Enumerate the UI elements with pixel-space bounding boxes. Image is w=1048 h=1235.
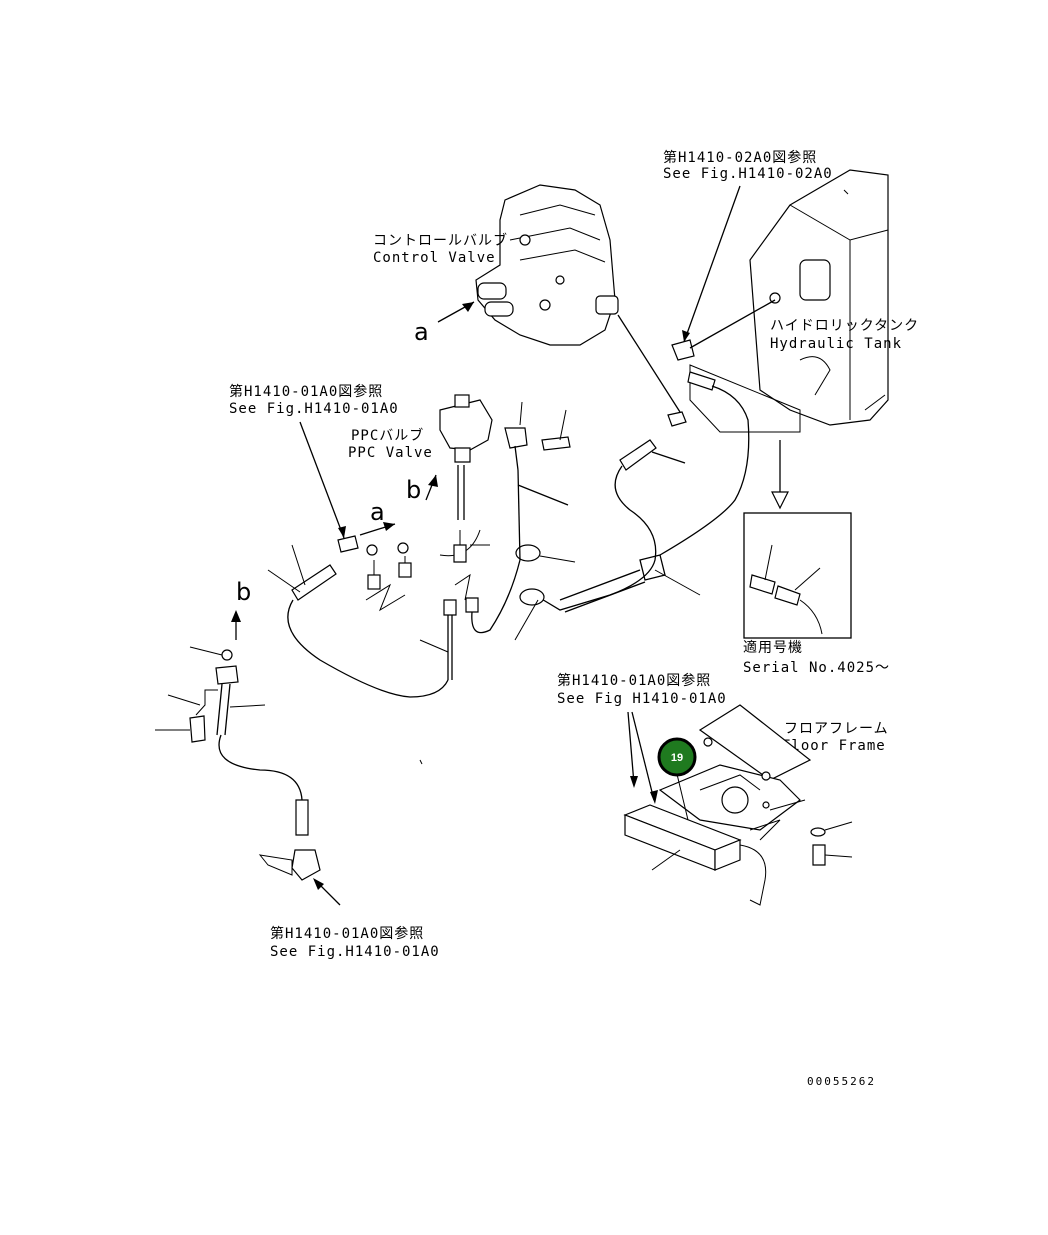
- control-valve-drawing: [475, 184, 619, 346]
- arrow-a-top-label: a: [414, 318, 429, 346]
- hydraulic-tank-label-jp: ハイドロリックタンク: [770, 318, 919, 334]
- hydraulic-tank-drawing: [749, 169, 889, 426]
- ref-02a0-label-jp: 第H1410-02A0図参照: [663, 149, 817, 166]
- arrow-a-mid-label: a: [370, 498, 385, 526]
- ppc-valve-label-jp: PPCバルブ: [351, 427, 424, 444]
- drawing-number: 00055262: [807, 1075, 876, 1088]
- ref-01a0-bottom-label-en: See Fig.H1410-01A0: [270, 944, 440, 960]
- ref-01a0-right-label-jp: 第H1410-01A0図参照: [557, 672, 711, 689]
- ppc-valve-label-en: PPC Valve: [348, 445, 433, 461]
- ref-01a0-bottom-label-jp: 第H1410-01A0図参照: [270, 925, 424, 942]
- ref-01a0-right-label-en: See Fig H1410-01A0: [557, 691, 727, 707]
- ref-01a0-left-label-en: See Fig.H1410-01A0: [229, 401, 399, 417]
- floor-frame-label-jp: フロアフレーム: [784, 721, 889, 737]
- serial-label-jp: 適用号機: [743, 639, 803, 656]
- callout-19-number: 19: [671, 752, 683, 764]
- callout-19-circle[interactable]: [657, 737, 697, 777]
- ref-01a0-left-label-jp: 第H1410-01A0図参照: [229, 383, 383, 400]
- serial-label-en: Serial No.4025～: [743, 660, 890, 676]
- control-valve-label-en: Control Valve: [373, 250, 496, 266]
- floor-frame-label-en: Floor Frame: [782, 738, 886, 754]
- arrow-b-mid-label: b: [406, 476, 421, 504]
- floor-frame-drawing: [623, 704, 812, 906]
- ppc-valve-drawing: [439, 394, 493, 463]
- control-valve-label-jp: コントロールバルブ: [373, 232, 508, 249]
- arrow-b-left-label: b: [236, 578, 251, 606]
- hydraulic-tank-label-en: Hydraulic Tank: [770, 336, 902, 352]
- ref-02a0-label-en: See Fig.H1410-02A0: [663, 166, 833, 182]
- callout-19[interactable]: 19: [657, 737, 697, 777]
